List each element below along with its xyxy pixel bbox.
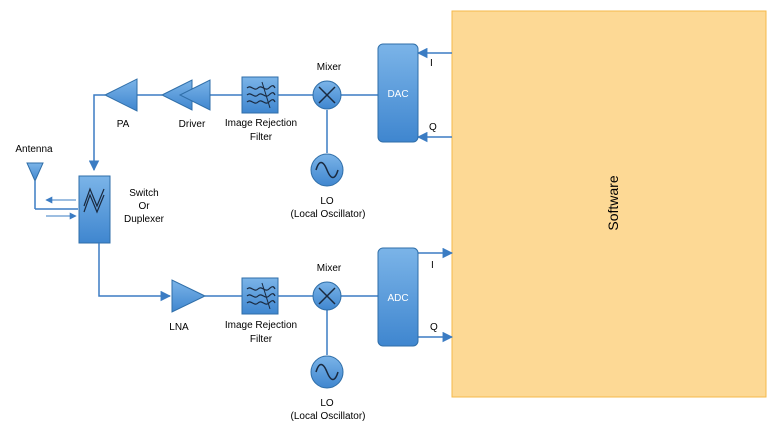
rx-filter-sublabel: Filter [250,334,273,345]
software-block: Software [451,10,767,398]
rx-mixer-label: Mixer [317,263,342,274]
tx-filter-label: Image Rejection [225,118,297,129]
rx-filter-label: Image Rejection [225,320,297,331]
switch-duplexer-block [78,175,111,244]
antenna-icon [26,162,78,210]
duplex-arrows [45,196,77,220]
rx-filter-block [241,277,279,315]
rx-wires [98,243,454,355]
switch-label-line2: Or [138,201,150,212]
dac-label: DAC [387,89,408,100]
rx-lo-oscillator [310,355,344,389]
dac-i-label: I [430,58,433,69]
tx-mixer-label: Mixer [317,62,342,73]
rx-lo-sublabel: (Local Oscillator) [290,411,365,422]
adc-q-label: Q [430,322,438,333]
dac-block: DAC [377,43,419,143]
adc-i-label: I [431,260,434,271]
rx-lo-label: LO [320,398,334,409]
adc-block: ADC [377,247,419,347]
software-label: Software [605,175,621,230]
switch-label-line3: Duplexer [124,214,165,225]
lna-amplifier [171,279,207,313]
antenna-label: Antenna [15,144,53,155]
rx-mixer [312,281,342,311]
tx-lo-oscillator [310,153,344,187]
driver-label: Driver [179,119,206,130]
tx-filter-block [241,76,279,114]
pa-amplifier [103,78,138,112]
lna-label: LNA [169,322,189,333]
tx-wires [88,47,452,172]
pa-label: PA [117,119,130,130]
switch-label-line1: Switch [129,188,158,199]
tx-filter-sublabel: Filter [250,132,273,143]
dac-q-label: Q [429,122,437,133]
tx-mixer [312,80,342,110]
adc-label: ADC [387,293,408,304]
tx-lo-label: LO [320,196,334,207]
driver-amplifier [160,79,211,111]
tx-lo-sublabel: (Local Oscillator) [290,209,365,220]
